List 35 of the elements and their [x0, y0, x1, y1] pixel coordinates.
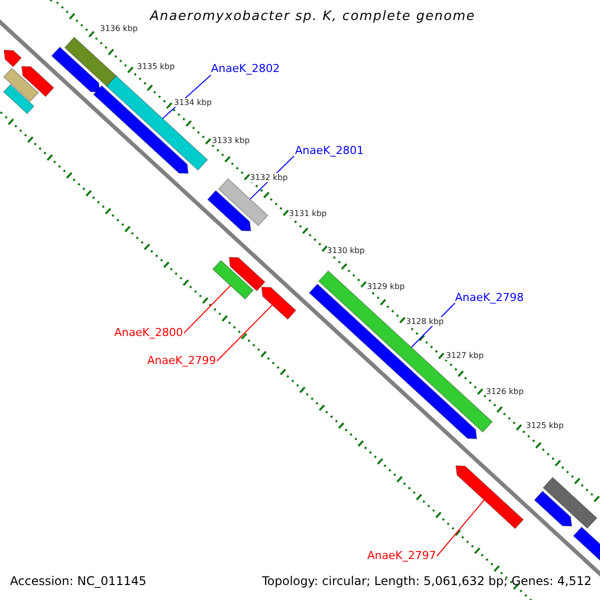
scale-label: 3135 kbp	[137, 62, 175, 71]
gene-label: AnaeK_2801	[295, 144, 364, 157]
leader-line	[184, 285, 231, 334]
leader-line	[216, 304, 273, 362]
gene-feature	[228, 256, 266, 292]
scale-label: 3131 kbp	[289, 209, 327, 218]
gene-label: AnaeK_2800	[114, 326, 183, 339]
scale-label: 3128 kbp	[406, 317, 444, 326]
gene-feature	[2, 84, 35, 114]
scale-label: 3125 kbp	[526, 421, 564, 430]
gene-feature	[455, 465, 524, 530]
gene-feature	[3, 68, 39, 102]
gene-feature	[542, 476, 598, 529]
scale-label: 3126 kbp	[486, 387, 524, 396]
scale-label: 3127 kbp	[446, 351, 484, 360]
title: Anaeromyxobacter sp. K, complete genome	[150, 9, 476, 24]
scale-label: 3130 kbp	[327, 246, 365, 255]
gene-label: AnaeK_2797	[367, 549, 436, 562]
gene-feature	[207, 190, 252, 232]
gene-feature	[21, 66, 54, 98]
gene-feature	[51, 46, 100, 93]
footer-text: Topology: circular; Length: 5,061,632 bp; Genes: 4,512	[262, 574, 592, 588]
gene-feature	[261, 286, 296, 320]
gene-feature	[212, 260, 254, 300]
scale-label: 3129 kbp	[367, 282, 405, 291]
gene-label: AnaeK_2799	[147, 354, 216, 367]
leader-line	[436, 500, 485, 556]
scale-label: 3134 kbp	[174, 98, 212, 107]
scale-label: 3132 kbp	[250, 173, 288, 182]
footer-text: Accession: NC_011145	[10, 574, 146, 588]
gene-feature	[64, 36, 118, 88]
gene-feature	[534, 490, 572, 527]
gene-label: AnaeK_2798	[455, 291, 524, 304]
scale-label: 3136 kbp	[100, 24, 138, 33]
gene-label: AnaeK_2802	[211, 62, 280, 75]
